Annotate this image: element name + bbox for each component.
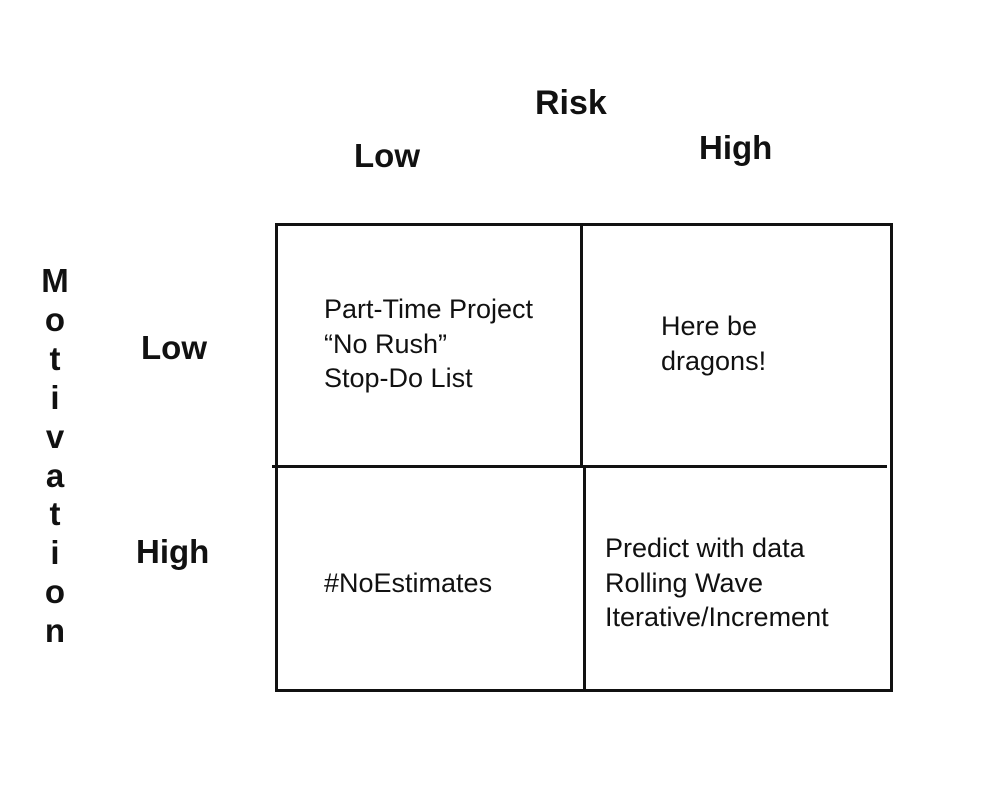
motivation-title-letter: i <box>50 534 60 572</box>
quadrant-high-motivation-low-risk: #NoEstimates <box>324 566 492 601</box>
column-label-high-risk: High <box>699 129 773 166</box>
grid-divider-horizontal <box>272 465 887 468</box>
motivation-title-letter: o <box>44 573 66 611</box>
motivation-title-letter: v <box>45 417 65 455</box>
grid-divider-vertical-top <box>580 223 583 468</box>
cell-line: #NoEstimates <box>324 568 493 598</box>
grid-border-left <box>275 223 278 692</box>
risk-axis-title: Risk <box>535 84 607 122</box>
motivation-title-letter: t <box>49 495 61 533</box>
cell-line: dragons! <box>661 345 767 376</box>
row-label-low-motivation: Low <box>141 329 207 366</box>
cell-line: Rolling Wave <box>605 567 764 598</box>
motivation-title-letter: t <box>49 339 61 377</box>
cell-line: Stop-Do List <box>324 363 473 393</box>
cell-line: Predict with data <box>605 533 805 563</box>
cell-line: Here be <box>661 311 758 341</box>
cell-line: “No Rush” <box>324 328 448 359</box>
motivation-title-letter: M <box>41 262 69 299</box>
quadrant-low-motivation-low-risk: Part-Time Project “No Rush” Stop-Do List <box>324 292 533 396</box>
cell-line: Part-Time Project <box>324 294 534 324</box>
column-label-low-risk: Low <box>354 137 420 174</box>
grid-border-top <box>275 223 893 226</box>
motivation-title-letter: a <box>45 456 65 494</box>
motivation-title-letter: i <box>50 378 60 416</box>
row-label-high-motivation: High <box>136 533 210 570</box>
quadrant-high-motivation-high-risk: Predict with data Rolling Wave Iterative… <box>605 531 829 635</box>
motivation-title-letter: n <box>44 612 66 650</box>
cell-line: Iterative/Increment <box>605 602 829 632</box>
motivation-title-letter: o <box>44 300 66 338</box>
grid-divider-vertical-bottom <box>583 466 586 692</box>
quadrant-low-motivation-high-risk: Here be dragons! <box>661 309 766 378</box>
grid-border-right <box>890 223 893 692</box>
